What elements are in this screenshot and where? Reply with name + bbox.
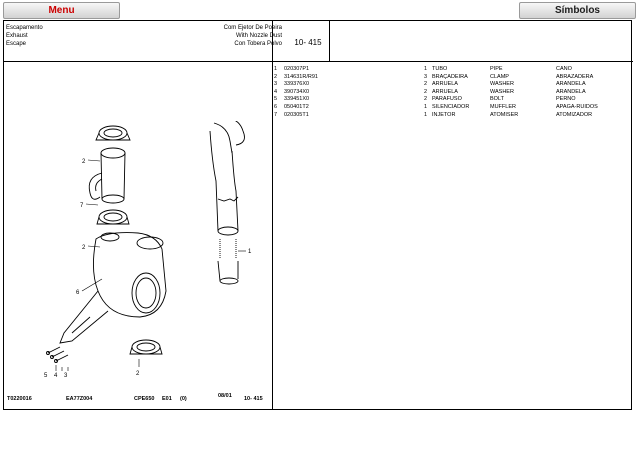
part-name-pt: TUBO xyxy=(432,66,448,72)
parts-catalog-sheet: Escapamento Exhaust Escape Com Ejetor De… xyxy=(3,20,633,410)
exploded-view-drawing: 2 7 2 6 5 4 3 2 1 xyxy=(44,121,252,379)
callout-4: 4 xyxy=(54,373,58,379)
part-name-pt: BRAÇADEIRA xyxy=(432,73,468,80)
part-name-en: PIPE xyxy=(490,66,503,72)
title-en: Exhaust xyxy=(6,33,28,39)
part-name-pt: PARAFUSO xyxy=(432,96,462,103)
callout-2b: 2 xyxy=(82,245,86,251)
title-pt: Escapamento xyxy=(6,25,43,31)
reference-number: 10- 415 xyxy=(294,38,322,47)
callout-7: 7 xyxy=(80,203,84,209)
part-name-es: ARANDELA xyxy=(556,81,586,88)
part-name-es: APAGA-RUIDOS xyxy=(556,103,598,110)
footer-edition: E01 xyxy=(162,396,172,402)
part-code: 020305T1 xyxy=(284,111,309,118)
part-name-en: WASHER xyxy=(490,81,514,88)
part-quantity: 1 xyxy=(424,103,428,110)
part-number: 6 xyxy=(274,103,278,110)
part-quantity: 2 xyxy=(424,88,428,95)
part-number: 5 xyxy=(274,96,278,103)
callout-1: 1 xyxy=(248,249,252,255)
clamp-top-icon xyxy=(95,125,131,141)
part-name-es: ABRAZADERA xyxy=(556,73,594,80)
title-es: Escape xyxy=(6,41,27,47)
title-block: Escapamento Exhaust Escape xyxy=(6,24,43,48)
part-name-es: ARANDELA xyxy=(556,88,586,95)
bolts-icon xyxy=(46,346,69,363)
subtitle-block: Com Ejetor De Poeira With Nozzle Dust Co… xyxy=(164,24,282,48)
part-name-es: PERNO xyxy=(556,96,576,103)
part-name-pt: INJETOR xyxy=(432,111,456,118)
part-quantity: 3 xyxy=(424,73,428,80)
callout-3: 3 xyxy=(64,373,68,379)
part-number: 4 xyxy=(274,88,278,95)
tail-pipe-icon xyxy=(209,121,245,285)
part-name-en: BOLT xyxy=(490,96,504,103)
part-code: 050401T2 xyxy=(284,103,309,110)
part-quantity: 2 xyxy=(424,96,428,103)
column-divider xyxy=(272,21,273,409)
symbols-button[interactable]: Símbolos xyxy=(519,2,636,19)
part-number: 7 xyxy=(274,111,278,118)
footer-doc-number: T0220016 xyxy=(7,396,32,402)
part-code: 314631R/R91 xyxy=(284,73,318,80)
part-name-pt: ARRUELA xyxy=(432,88,458,95)
muffler-icon xyxy=(59,232,167,344)
part-code: 339376X0 xyxy=(284,81,310,88)
callout-2a: 2 xyxy=(82,159,86,165)
ejector-icon xyxy=(88,147,126,204)
part-name-pt: SILENCIADOR xyxy=(432,103,470,110)
part-name-en: MUFFLER xyxy=(490,103,516,110)
part-code: 339451X0 xyxy=(284,96,310,103)
footer-revision: (0) xyxy=(180,396,187,402)
part-name-pt: ARRUELA xyxy=(432,81,458,88)
footer-date: 08/01 xyxy=(218,393,232,399)
part-name-es: CANO xyxy=(556,66,572,72)
part-code: 020307P1 xyxy=(284,66,310,72)
part-number: 2 xyxy=(274,73,278,80)
part-quantity: 2 xyxy=(424,81,428,88)
clamp-middle-icon xyxy=(96,209,130,225)
menu-button[interactable]: Menu xyxy=(3,2,120,19)
subtitle-es: Con Tobera Polvo xyxy=(234,41,282,47)
ref-divider xyxy=(329,21,330,61)
part-quantity: 1 xyxy=(424,66,428,72)
footer-machine: CPE650 xyxy=(134,396,155,402)
header-divider xyxy=(4,61,633,62)
part-name-en: CLAMP xyxy=(490,73,509,80)
footer-model: EA77Z004 xyxy=(66,396,93,402)
top-toolbar: Menu Símbolos xyxy=(0,0,638,21)
callout-5: 5 xyxy=(44,373,48,379)
subtitle-en: With Nozzle Dust xyxy=(235,33,282,39)
part-code: 390734X0 xyxy=(284,88,310,95)
part-number: 3 xyxy=(274,81,278,88)
callout-6: 6 xyxy=(76,290,80,296)
part-name-en: WASHER xyxy=(490,88,514,95)
part-name-es: ATOMIZADOR xyxy=(556,111,593,118)
clamp-bottom-icon xyxy=(129,339,163,355)
part-number: 1 xyxy=(274,66,278,72)
part-quantity: 1 xyxy=(424,111,428,118)
callout-2c: 2 xyxy=(136,371,140,377)
footer-page: 10- 415 xyxy=(244,396,263,402)
subtitle-pt: Com Ejetor De Poeira xyxy=(223,25,282,31)
part-name-en: ATOMISER xyxy=(490,111,519,118)
